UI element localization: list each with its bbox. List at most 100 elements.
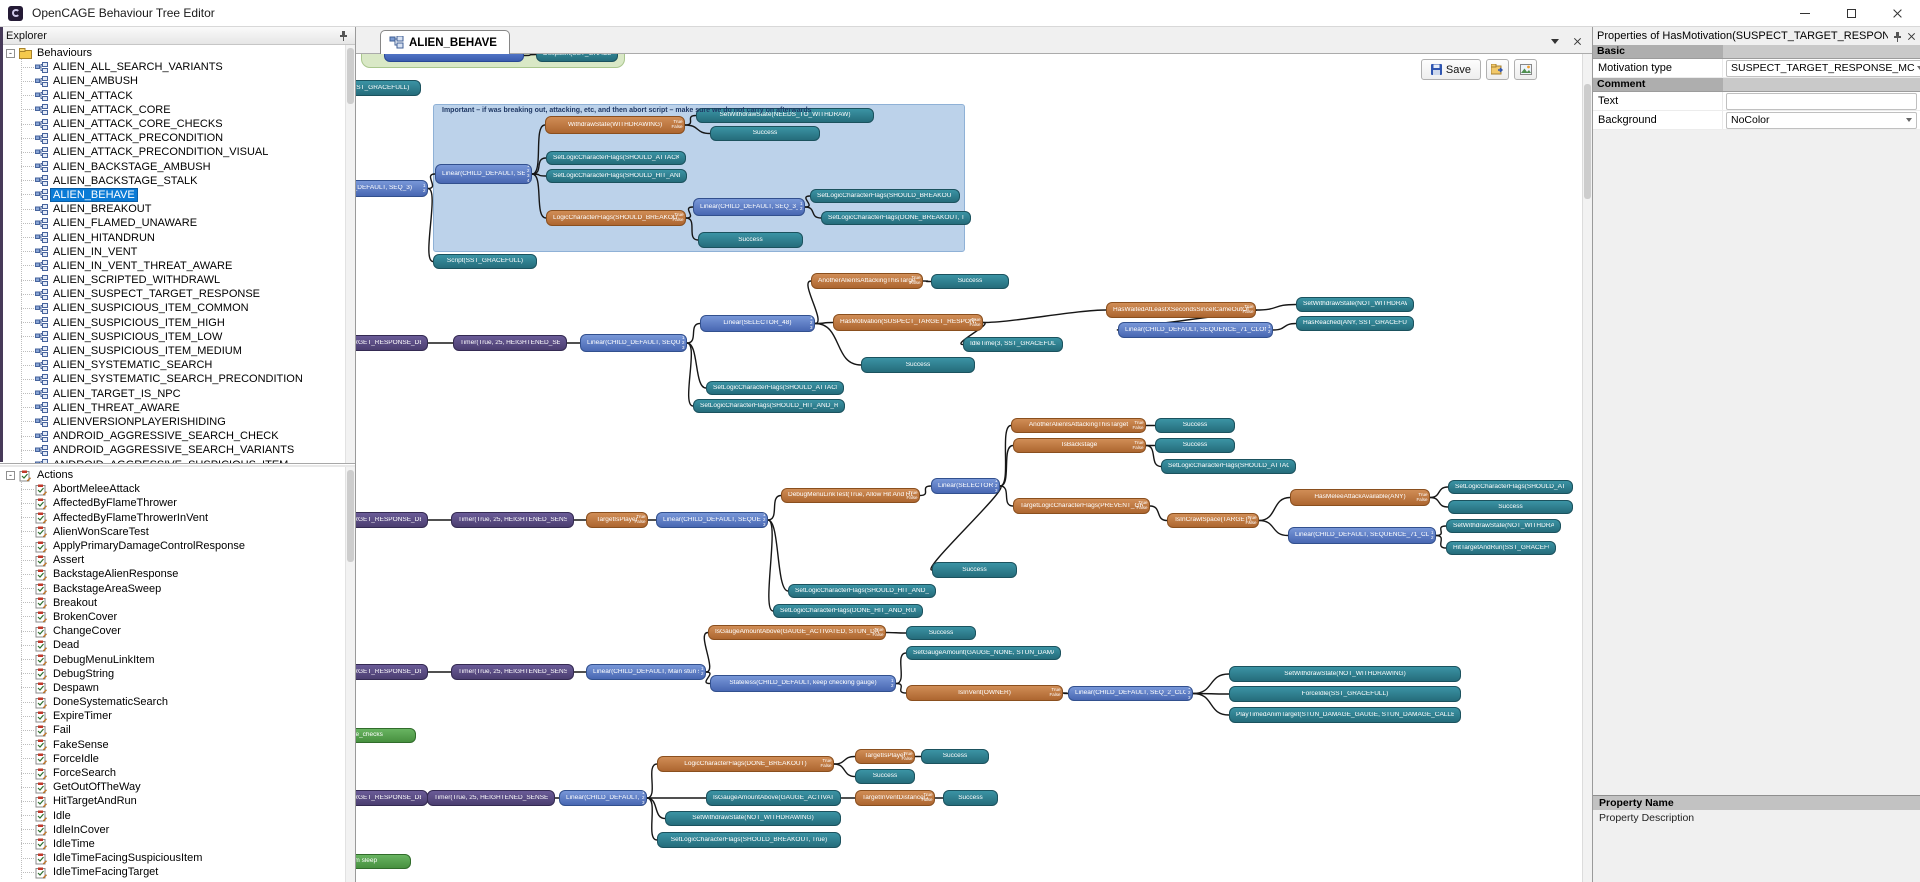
tree-item-idle[interactable]: Idle (0, 809, 355, 823)
graph-node-d8[interactable]: DebugMenuLinkTest(True, Allow Hit And Ru… (781, 488, 920, 503)
graph-node-e6[interactable]: Linear(CHILD_DEFAULT, SEQ_2_CLONE_CLONE)… (1068, 686, 1193, 701)
tree-item-backstagealienresponse[interactable]: BackstageAlienResponse (0, 567, 355, 581)
tree-item-alien_scripted_withdrawl[interactable]: ALIEN_SCRIPTED_WITHDRAWL (0, 273, 355, 287)
graph-node-c9[interactable]: IdleTime(3, SST_GRACEFULL, 0.5) (963, 337, 1063, 352)
tree-item-debugstring[interactable]: DebugString (0, 667, 355, 681)
tree-item-alien_suspicious_item_common[interactable]: ALIEN_SUSPICIOUS_ITEM_COMMON (0, 301, 355, 315)
tree-item-changecover[interactable]: ChangeCover (0, 624, 355, 638)
graph-node-a4[interactable]: Despawn(SST_GRACEFULL) (356, 80, 421, 96)
tree-item-debugmenulinkitem[interactable]: DebugMenuLinkItem (0, 652, 355, 666)
graph-node-el2[interactable]: Timer(True, 25, HEIGHTENED_SENSES_TIMER) (451, 664, 574, 680)
graph-node-e7c[interactable]: PlayTimedAnimTarget(STUN_DAMAGE_GAUGE, S… (1229, 707, 1461, 723)
behaviours-scrollbar[interactable] (345, 45, 355, 463)
tree-root-actions[interactable]: -Actions (0, 468, 355, 482)
motivation-type-dropdown[interactable]: SUSPECT_TARGET_RESPONSE_MC (1726, 59, 1920, 77)
export-button[interactable] (1486, 59, 1509, 80)
tree-item-idleincover[interactable]: IdleInCover (0, 823, 355, 837)
tree-item-affectedbyflamethrower[interactable]: AffectedByFlameThrower (0, 496, 355, 510)
graph-node-c4[interactable]: HasMotivation(SUSPECT_TARGET_RESPONSE_MC… (833, 314, 983, 331)
graph-node-f3[interactable]: Success (921, 749, 989, 764)
graph-node-el3[interactable]: Linear(CHILD_DEFAULT, Main stun sequence… (586, 664, 706, 680)
graph-node-f10[interactable]: Linear(CHILD_DEFAULT, SEQ_2)123 (559, 790, 647, 806)
graph-node-bar[interactable] (384, 54, 524, 62)
graph-node-dl4[interactable]: Linear(CHILD_DEFAULT, SEQUENCE_71_CLONE)… (656, 512, 768, 528)
tree-item-breakout[interactable]: Breakout (0, 596, 355, 610)
tree-item-alien_hitandrun[interactable]: ALIEN_HITANDRUN (0, 230, 355, 244)
graph-node-c11[interactable]: SetLogicCharacterFlags(SHOULD_ATTACK, Fa… (706, 381, 844, 395)
graph-node-b13[interactable]: Script(SST_GRACEFULL) (433, 254, 537, 269)
screenshot-button[interactable] (1514, 59, 1537, 80)
graph-node-d22[interactable]: SetLogicCharacterFlags(DONE_HIT_AND_RUN,… (773, 604, 923, 618)
tree-item-forcesearch[interactable]: ForceSearch (0, 766, 355, 780)
tree-item-despawn[interactable]: Despawn (0, 681, 355, 695)
graph-node-cl3[interactable]: Linear(CHILD_DEFAULT, SEQUENCE_70)123 (580, 334, 687, 352)
tree-item-alien_suspicious_item_medium[interactable]: ALIEN_SUSPICIOUS_ITEM_MEDIUM (0, 344, 355, 358)
graph-node-d13[interactable]: Linear(CHILD_DEFAULT, SEQUENCE_71_CLONE_… (1288, 527, 1436, 544)
tab-list-dropdown[interactable] (1548, 34, 1562, 48)
graph-node-b3[interactable]: SetLogicCharacterFlags(SHOULD_ATTACK, Fa… (546, 151, 686, 165)
graph-node-d21[interactable]: SetLogicCharacterFlags(SHOULD_HIT_AND_RU… (788, 584, 936, 598)
graph-node-e2[interactable]: Success (906, 626, 976, 640)
tree-item-alienwonscaretest[interactable]: AlienWonScareTest (0, 525, 355, 539)
graph-node-b6[interactable]: Linear(CHILD_DEFAULT, SEQ_3_CLONE)12 (693, 198, 805, 216)
graph-node-fl1[interactable]: Timer(True, 25, SUSPECT_TARGET_RESPONSE_… (356, 790, 428, 806)
tree-item-forceidle[interactable]: ForceIdle (0, 752, 355, 766)
tree-item-alien_attack[interactable]: ALIEN_ATTACK (0, 89, 355, 103)
tab-close-button[interactable] (1570, 34, 1584, 48)
tree-item-alien_breakout[interactable]: ALIEN_BREAKOUT (0, 202, 355, 216)
graph-node-f4[interactable]: Success (855, 769, 915, 784)
graph-node-d7[interactable]: TargetLogicCharacterFlags(PREVENT_GRAPPL… (1013, 498, 1150, 514)
tree-item-alien_ambush[interactable]: ALIEN_AMBUSH (0, 74, 355, 88)
tree-item-expiretimer[interactable]: ExpireTimer (0, 709, 355, 723)
tree-item-alien_attack_core[interactable]: ALIEN_ATTACK_CORE (0, 103, 355, 117)
tree-item-assert[interactable]: Assert (0, 553, 355, 567)
graph-node-b7[interactable]: SetLogicCharacterFlags(SHOULD_BREAKOUT, … (810, 189, 960, 203)
graph-node-f8[interactable]: SetWithdrawState(NOT_WITHDRAWING) (665, 811, 841, 826)
comment-text-input[interactable] (1726, 92, 1917, 110)
graph-node-c2[interactable]: Success (931, 274, 1009, 289)
graph-node-dl1[interactable]: Timer(True, 25, SUSPECT_TARGET_RESPONSE_… (356, 512, 428, 528)
maximize-button[interactable] (1828, 0, 1874, 26)
graph-node-c10[interactable]: Success (861, 357, 975, 373)
graph-node-d20[interactable]: Success (932, 562, 1017, 578)
graph-node-e7a[interactable]: SetWithdrawState(NOT_WITHDRAWING) (1229, 666, 1461, 682)
tree-item-alien_systematic_search_precondition[interactable]: ALIEN_SYSTEMATIC_SEARCH_PRECONDITION (0, 372, 355, 386)
tree-root-behaviours[interactable]: -Behaviours (0, 46, 355, 60)
tab-alien-behave[interactable]: ALIEN_BEHAVE (380, 30, 510, 54)
tree-item-fakesense[interactable]: FakeSense (0, 738, 355, 752)
tree-item-hittargetandrun[interactable]: HitTargetAndRun (0, 794, 355, 808)
tree-item-alien_in_vent[interactable]: ALIEN_IN_VENT (0, 245, 355, 259)
pin-icon[interactable] (338, 30, 349, 41)
tree-item-alien_suspicious_item_low[interactable]: ALIEN_SUSPICIOUS_ITEM_LOW (0, 330, 355, 344)
graph-node-b4[interactable]: SetLogicCharacterFlags(SHOULD_HIT_AND_RU… (546, 169, 687, 183)
graph-node-e4[interactable]: Stateless(CHILD_DEFAULT, keep checking g… (710, 675, 896, 692)
graph-node-f9[interactable]: SetLogicCharacterFlags(SHOULD_BREAKOUT, … (657, 832, 841, 848)
tree-item-donesystematicsearch[interactable]: DoneSystematicSearch (0, 695, 355, 709)
save-button[interactable]: Save (1420, 59, 1481, 80)
close-button[interactable] (1874, 0, 1920, 26)
tree-item-backstageareasweep[interactable]: BackstageAreaSweep (0, 582, 355, 596)
graph-node-b5[interactable]: LogicCharacterFlags(SHOULD_BREAKOUT)True… (546, 210, 686, 226)
graph-node-d12[interactable]: Success (1448, 500, 1573, 514)
graph-node-c8[interactable]: HasReached(ANY, SST_GRACEFULL) (1296, 316, 1414, 331)
tree-item-idletimefacingsuspiciousitem[interactable]: IdleTimeFacingSuspiciousItem (0, 851, 355, 865)
graph-node-b1[interactable]: Linear(CHILD_DEFAULT, SEQ_3)12 (356, 180, 428, 197)
graph-node-b12[interactable]: Success (710, 126, 820, 141)
tree-item-dead[interactable]: Dead (0, 638, 355, 652)
graph-node-e3[interactable]: SetGaugeAmount(GAUGE_NONE, STUN_DAMAGE_G… (906, 646, 1061, 660)
graph-node-c6[interactable]: Linear(CHILD_DEFAULT, SEQUENCE_71_CLONE_… (1118, 322, 1273, 338)
graph-node-b9[interactable]: Success (698, 232, 803, 248)
graph-node-d5[interactable]: SetLogicCharacterFlags(SHOULD_ATTACK, Tr… (1161, 459, 1296, 474)
tree-item-fail[interactable]: Fail (0, 723, 355, 737)
graph-node-d2[interactable]: Success (1155, 418, 1235, 433)
tree-item-applyprimarydamagecontrolresponse[interactable]: ApplyPrimaryDamageControlResponse (0, 539, 355, 553)
minimize-button[interactable] (1782, 0, 1828, 26)
